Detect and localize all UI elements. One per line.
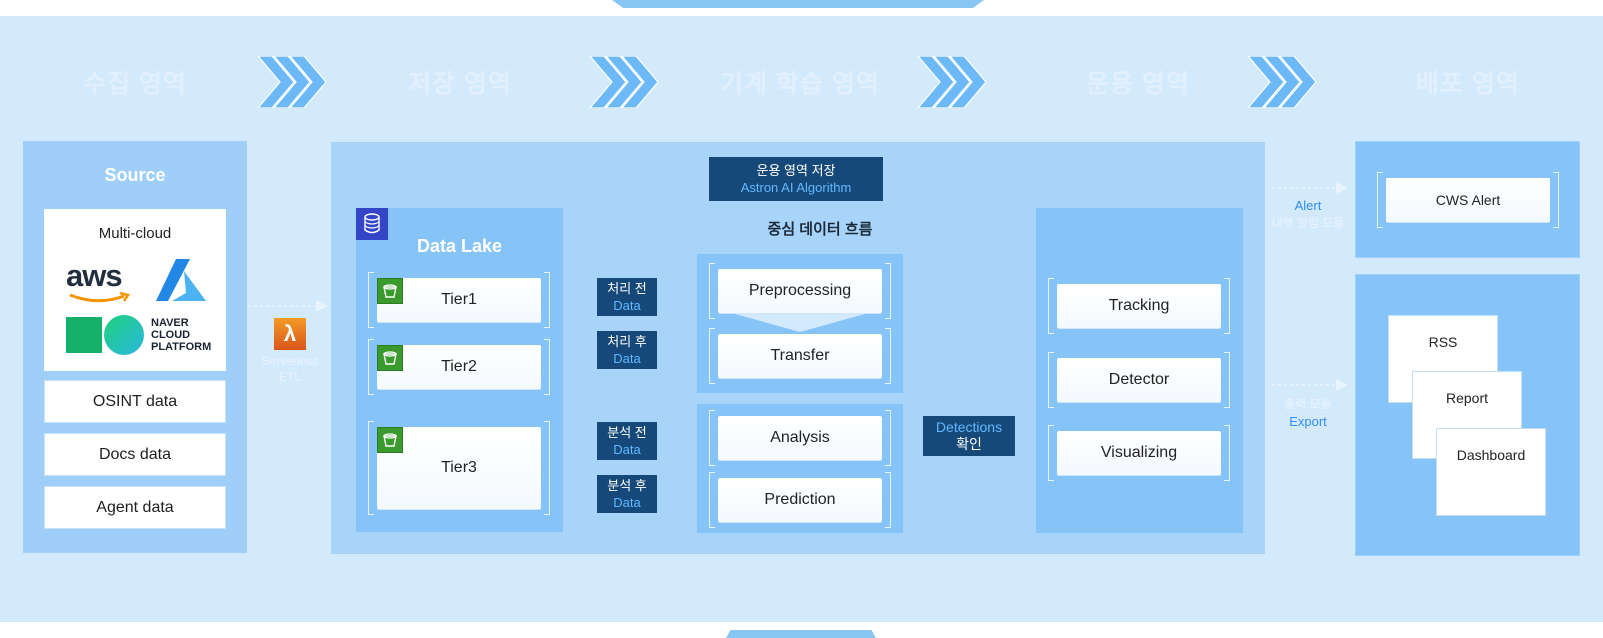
detector-label: Detector <box>1108 371 1170 388</box>
tier2-label: Tier2 <box>441 358 477 375</box>
stage-title-deploy: 배포 영역 <box>1416 70 1520 98</box>
detections-line2: 확인 <box>956 436 982 452</box>
transfer-card: Transfer <box>709 328 891 384</box>
bucket-icon <box>377 427 403 453</box>
tier1-card: Tier1 <box>368 272 550 328</box>
naver-line-3: PLATFORM <box>151 341 212 353</box>
tier3-card: Tier3 <box>368 421 550 515</box>
prediction-card: Prediction <box>709 472 891 528</box>
tier3-label: Tier3 <box>441 459 477 476</box>
naver-line-1: NAVER <box>151 317 189 329</box>
funnel-connector <box>735 314 865 332</box>
data-tag-before-processing: 처리 전 Data <box>597 278 657 316</box>
etl-label-line1: Serverless <box>261 354 319 368</box>
ops-store-tag: 운용 영역 저장 Astron AI Algorithm <box>709 157 883 201</box>
dashboard-card: Dashboard <box>1436 428 1546 516</box>
visualizing-card: Visualizing <box>1048 425 1230 481</box>
datalake-title: Data Lake <box>416 236 503 256</box>
transfer-label: Transfer <box>770 347 830 364</box>
source-item-docs: Docs data <box>44 433 226 476</box>
chevron-arrow-icon <box>918 56 986 108</box>
cws-alert-label: CWS Alert <box>1435 192 1501 208</box>
detections-tag: Detections 확인 <box>923 416 1015 456</box>
etl-label-line2: ETL <box>278 370 301 384</box>
etl-label: Serverless ETL <box>244 353 336 385</box>
data-tag-before-analysis: 분석 전 Data <box>597 422 657 460</box>
stage-title-collect: 수집 영역 <box>83 70 187 98</box>
naver-cloud-platform-logo: NAVER CLOUD PLATFORM <box>151 317 211 353</box>
chevron-arrow-icon <box>258 56 326 108</box>
lambda-icon: λ <box>274 318 306 350</box>
flow-label: 중심 데이터 흐름 <box>767 221 873 238</box>
bottom-tab-decoration <box>726 630 876 638</box>
alert-label-main: Alert <box>1294 198 1322 213</box>
data-tag-after-analysis: 분석 후 Data <box>597 475 657 513</box>
ops-store-line1: 운용 영역 저장 <box>756 163 836 178</box>
data-tag-line2: Data <box>613 495 641 510</box>
alert-label-sub: 내부 알림 모듈 <box>1271 216 1345 230</box>
analysis-card: Analysis <box>709 410 891 466</box>
stage-title-ml: 기계 학습 영역 <box>720 70 880 98</box>
data-tag-line1: 분석 후 <box>607 478 647 493</box>
detections-line1: Detections <box>935 419 1003 435</box>
source-item-agent: Agent data <box>44 486 226 529</box>
naver-line-2: CLOUD <box>151 329 191 341</box>
ops-store-line2: Astron AI Algorithm <box>740 180 852 195</box>
azure-logo-icon <box>156 259 206 301</box>
multicloud-box: Multi-cloud aws NAVER CLOUD PLATFORM <box>44 209 226 371</box>
source-title: Source <box>104 165 166 185</box>
stage-title-store: 저장 영역 <box>408 70 512 98</box>
tier2-card: Tier2 <box>368 339 550 395</box>
visualizing-label: Visualizing <box>1100 444 1178 461</box>
aws-smile-icon <box>69 292 131 303</box>
multicloud-title: Multi-cloud <box>98 225 172 242</box>
data-tag-line2: Data <box>613 351 641 366</box>
chevron-arrow-icon <box>590 56 658 108</box>
naver-circle-icon <box>104 315 144 355</box>
export-label-sub: 출력 모듈 <box>1284 397 1332 411</box>
data-tag-line1: 처리 전 <box>607 281 647 296</box>
analysis-label: Analysis <box>770 429 830 446</box>
bucket-icon <box>377 278 403 304</box>
data-tag-line1: 처리 후 <box>607 334 647 349</box>
prediction-label: Prediction <box>764 491 836 508</box>
preprocessing-label: Preprocessing <box>748 282 852 299</box>
data-tag-line1: 분석 전 <box>607 425 647 440</box>
export-label-main: Export <box>1289 414 1327 429</box>
bucket-icon <box>377 345 403 371</box>
tracking-card: Tracking <box>1048 278 1230 334</box>
tracking-label: Tracking <box>1108 297 1170 314</box>
source-item-osint: OSINT data <box>44 380 226 423</box>
aws-logo: aws <box>66 258 123 293</box>
data-tag-line2: Data <box>613 298 641 313</box>
database-icon <box>356 208 388 240</box>
data-tag-line2: Data <box>613 442 641 457</box>
tier1-label: Tier1 <box>441 291 477 308</box>
cws-alert-card: CWS Alert <box>1377 172 1559 228</box>
stage-title-ops: 운용 영역 <box>1086 70 1190 98</box>
data-tag-after-processing: 처리 후 Data <box>597 331 657 369</box>
naver-square-icon <box>66 317 102 353</box>
top-tab-decoration <box>612 0 984 8</box>
preprocessing-card: Preprocessing <box>709 263 891 319</box>
detector-card: Detector <box>1048 352 1230 408</box>
chevron-arrow-icon <box>1248 56 1316 108</box>
